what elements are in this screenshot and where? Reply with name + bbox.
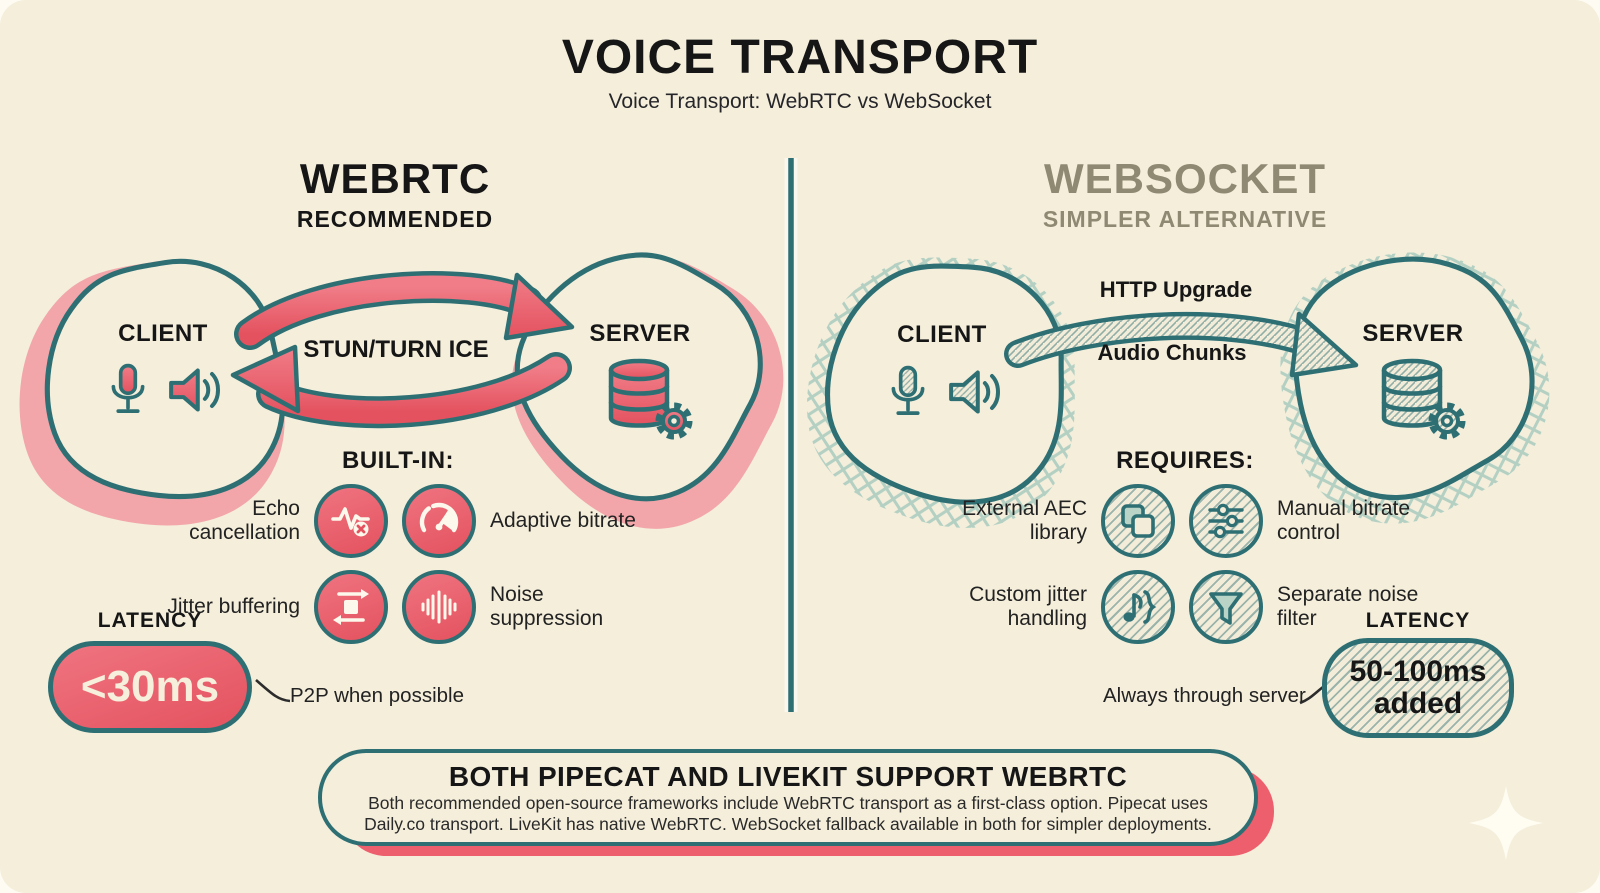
echo-cancellation-icon: [314, 484, 388, 558]
database-gear-icon: [1381, 358, 1466, 440]
feature-label: Manual bitrate control: [1277, 497, 1411, 544]
feature-label: Separate noise filter: [1277, 583, 1419, 630]
feature-label: Noise suppression: [490, 583, 604, 630]
speaker-icon: [169, 368, 220, 412]
database-gear-icon: [608, 358, 693, 440]
webrtc-title: WEBRTC: [299, 155, 491, 202]
webrtc-client-icons: [102, 360, 228, 420]
websocket-latency-label: LATENCY: [1365, 609, 1471, 632]
webrtc-heading: WEBRTC RECOMMENDED: [135, 158, 655, 233]
websocket-server-label: SERVER: [1362, 320, 1464, 347]
footer-title: BOTH PIPECAT AND LIVEKIT SUPPORT WEBRTC: [448, 760, 1128, 792]
music-note-icon: [1101, 570, 1175, 644]
feature-label: Jitter buffering: [167, 595, 300, 619]
webrtc-subtitle: RECOMMENDED: [296, 206, 494, 232]
webrtc-client-label: CLIENT: [118, 320, 208, 347]
speaker-icon: [949, 370, 1000, 414]
footer-line-1: Both recommended open-source frameworks …: [368, 792, 1208, 813]
sparkle-icon: [1469, 786, 1543, 860]
funnel-icon: [1189, 570, 1263, 644]
websocket-subtitle: SIMPLER ALTERNATIVE: [1042, 206, 1328, 232]
websocket-feature-row-1: External AEC library Manual bitrate cont…: [939, 484, 1425, 558]
webrtc-feature-row-2: Jitter buffering: [152, 570, 638, 644]
page-subtitle: Voice Transport: WebRTC vs WebSocket: [608, 90, 992, 113]
websocket-heading: WEBSOCKET SIMPLER ALTERNATIVE: [925, 158, 1445, 233]
websocket-feature-row-2: Custom jitter handling Separate noise fi…: [939, 570, 1425, 644]
websocket-client-label: CLIENT: [897, 321, 987, 348]
websocket-server-icons: [1366, 354, 1470, 446]
webrtc-latency-note: P2P when possible: [290, 684, 464, 707]
footer-line-2: Daily.co transport. LiveKit has native W…: [364, 813, 1212, 834]
webrtc-latency-label: LATENCY: [97, 609, 203, 632]
websocket-latency-value-line2: added: [1373, 687, 1463, 720]
websocket-latency-note: Always through server: [1103, 684, 1306, 707]
footer-banner: BOTH PIPECAT AND LIVEKIT SUPPORT WEBRTC …: [318, 749, 1258, 846]
stun-turn-label: STUN/TURN ICE: [303, 336, 489, 363]
webrtc-server-label: SERVER: [589, 320, 691, 347]
gauge-icon: [402, 484, 476, 558]
copy-squares-icon: [1101, 484, 1175, 558]
microphone-icon: [891, 365, 925, 415]
websocket-latency-pill: 50-100ms added: [1322, 638, 1514, 738]
webrtc-server-icons: [593, 354, 697, 446]
websocket-client-icons: [882, 362, 1008, 422]
webrtc-latency-value: <30ms: [80, 662, 220, 711]
buffer-arrows-icon: [314, 570, 388, 644]
feature-label: External AEC library: [962, 497, 1087, 544]
sliders-icon: [1189, 484, 1263, 558]
http-upgrade-label: HTTP Upgrade: [1099, 277, 1253, 302]
webrtc-latency-pill: <30ms: [48, 641, 252, 733]
built-in-heading: BUILT-IN:: [341, 447, 455, 474]
requires-heading: REQUIRES:: [1116, 447, 1254, 474]
feature-label: Echo cancellation: [189, 497, 300, 544]
audio-chunks-label: Audio Chunks: [1097, 340, 1247, 365]
p2p-connector-line: [255, 679, 291, 703]
websocket-latency-value-line1: 50-100ms: [1349, 654, 1487, 688]
page-title: VOICE TRANSPORT: [561, 31, 1039, 84]
webrtc-feature-row-1: Echo cancellation Adaptive bitrate: [152, 484, 638, 558]
feature-label: Custom jitter handling: [969, 583, 1087, 630]
microphone-icon: [111, 363, 145, 413]
websocket-title: WEBSOCKET: [1044, 155, 1326, 202]
waveform-bars-icon: [402, 570, 476, 644]
feature-label: Adaptive bitrate: [490, 509, 636, 533]
